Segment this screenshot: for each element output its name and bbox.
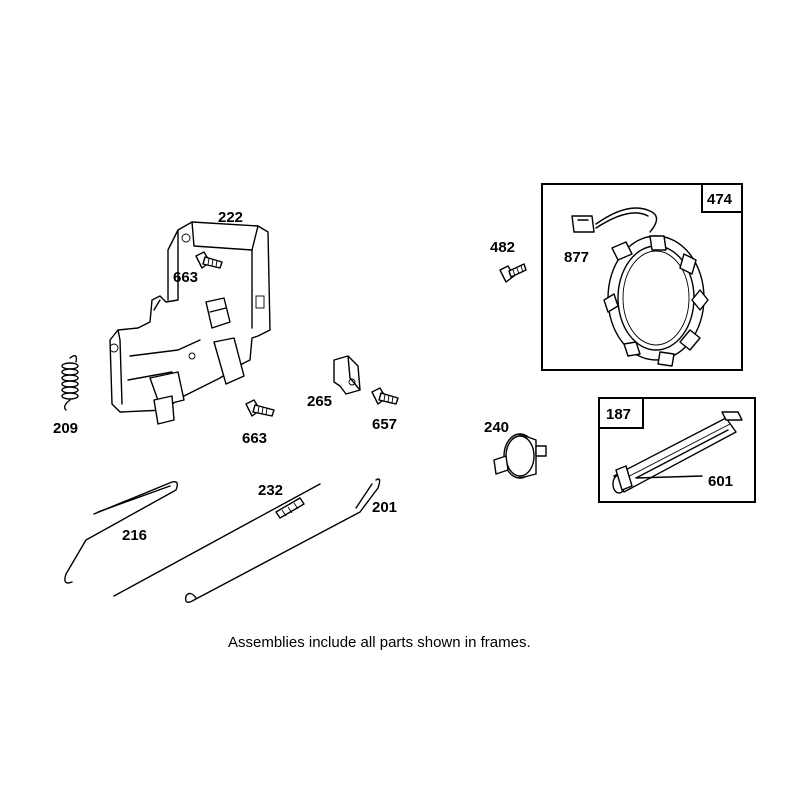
screw-657 (371, 387, 399, 405)
screw-663-upper (195, 251, 223, 269)
link-232 (113, 483, 321, 597)
label-216: 216 (122, 527, 147, 544)
label-877: 877 (564, 249, 589, 266)
caption: Assemblies include all parts shown in fr… (228, 634, 531, 651)
label-657: 657 (372, 416, 397, 433)
clip-265 (333, 355, 361, 395)
control-bracket-222 (109, 221, 271, 425)
label-201: 201 (372, 499, 397, 516)
frame-474-label-box (701, 183, 743, 213)
label-232: 232 (258, 482, 283, 499)
screw-482 (499, 263, 527, 283)
screw-663-lower (245, 399, 275, 417)
spring-209 (61, 355, 79, 411)
link-216 (64, 480, 179, 584)
frame-187 (598, 397, 756, 503)
label-240: 240 (484, 419, 509, 436)
label-187: 187 (606, 406, 631, 423)
stator-877 (571, 207, 709, 367)
label-663-upper: 663 (173, 269, 198, 286)
leader-601 (635, 429, 729, 479)
frame-474 (541, 183, 743, 371)
frame-187-label-box (598, 397, 644, 429)
label-222: 222 (218, 209, 243, 226)
label-209: 209 (53, 420, 78, 437)
fuel-filter-240 (493, 433, 547, 479)
label-482: 482 (490, 239, 515, 256)
link-201 (184, 478, 381, 603)
label-663-lower: 663 (242, 430, 267, 447)
label-474: 474 (707, 191, 733, 208)
label-265: 265 (307, 393, 332, 410)
label-601: 601 (708, 473, 733, 490)
